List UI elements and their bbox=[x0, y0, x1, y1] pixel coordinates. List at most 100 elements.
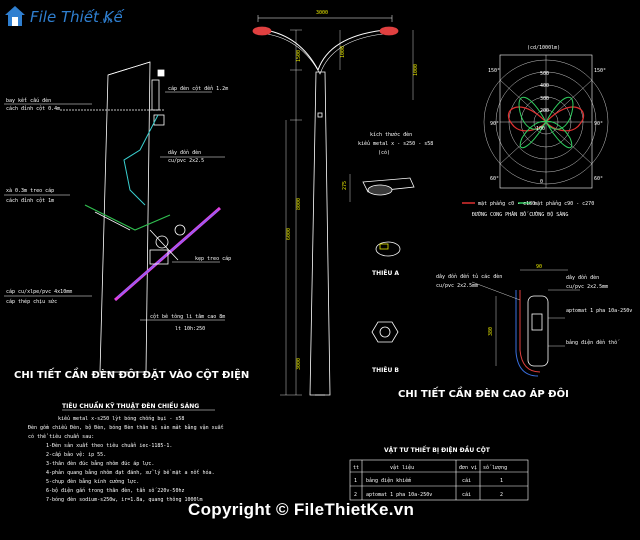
spec-line: 7-bóng đèn sodium-s250w, ir=1.8a, quang … bbox=[46, 496, 203, 503]
th-qty: số lượng bbox=[483, 464, 507, 471]
cable-arm bbox=[84, 204, 171, 231]
polar-caption: ĐƯỜNG CONG PHÂN BỐ CƯỜNG ĐỘ SÁNG bbox=[472, 210, 568, 218]
cabinet-label-breaker: aptomat 1 pha 10a-250v bbox=[566, 308, 632, 314]
dim-pole-total: 8000 bbox=[296, 198, 302, 210]
watermark-copyright: Copyright © FileThietKe.vn bbox=[188, 500, 415, 519]
cabinet-label-lamp-spec: cu/pvc 2x2.5mm bbox=[566, 284, 608, 290]
td-index: 1 bbox=[354, 478, 357, 484]
th-material: vật liệu bbox=[390, 464, 414, 471]
cabinet-label-feed: dây đồn đến tủ các đèn bbox=[436, 273, 502, 280]
polar-radial: 100 bbox=[536, 126, 545, 132]
dim-lamp: 275 bbox=[342, 181, 348, 190]
tall-pole-dims: 3000 1500 1000 1000 8000 6000 3000 bbox=[286, 10, 419, 370]
polar-angle: 90° bbox=[490, 121, 499, 127]
tall-pole-elevation bbox=[252, 15, 414, 396]
polar-angle: 60° bbox=[490, 176, 499, 182]
label-bracket-offset: cách đỉnh cột 0.4m bbox=[6, 105, 60, 112]
lamp-glass bbox=[367, 184, 393, 196]
dim-arm-height: 1500 bbox=[296, 50, 302, 62]
spec-line: 2-cấp bảo vệ: ip 55. bbox=[46, 451, 106, 458]
td-qty: 1 bbox=[500, 478, 503, 484]
detail-a-shape bbox=[375, 241, 401, 257]
cabinet-box bbox=[527, 295, 549, 367]
label-lamp-wire: dây đồn đèn bbox=[168, 149, 201, 156]
td-material: bảng điện khiếm bbox=[366, 477, 411, 484]
spec-line: Đèn gồm chiều Đèn, bộ Đèn, bóng Đèn thân… bbox=[28, 424, 224, 431]
td-index: 2 bbox=[354, 492, 357, 498]
lamp-housing bbox=[362, 177, 415, 193]
dim-cabinet-height: 380 bbox=[488, 327, 494, 336]
label-hanger: kẹp treo cáp bbox=[195, 255, 231, 262]
legend-c0: mặt phẳng c0 - c180 bbox=[478, 200, 535, 207]
polar-radial: 300 bbox=[540, 96, 549, 102]
dim-arm-rise: 1000 bbox=[340, 46, 346, 58]
spec-heading: TIÊU CHUẨN KỸ THUẬT ĐÈN CHIẾU SÁNG bbox=[62, 402, 199, 410]
cabinet-labels: dây đồn đến tủ các đèn cu/pvc 2x2.5mm dâ… bbox=[436, 264, 632, 346]
watermark-logo: File Thiết Kế .vn bbox=[0, 0, 126, 34]
spec-line: 3-thân đèn đúc bằng nhôm đúc áp lực. bbox=[46, 460, 154, 467]
label-lamp-wire-spec: cu/pvc 2x2.5 bbox=[168, 158, 204, 164]
lamp-left bbox=[252, 26, 272, 36]
spec-line: 4-phản quang bằng nhôm đạt đánh, xử lý b… bbox=[46, 469, 215, 476]
cabinet-label-feed-spec: cu/pvc 2x2.5mm bbox=[436, 283, 478, 289]
polar-angle: 60° bbox=[594, 176, 603, 182]
lamp-right bbox=[379, 26, 399, 36]
label-pole-load: lt 10h:250 bbox=[175, 326, 205, 332]
cabinet-detail bbox=[471, 269, 580, 377]
polar-radial: 400 bbox=[540, 83, 549, 89]
materials-table: VẬT TƯ THIẾT BỊ ĐIỆN ĐẦU CỘT tt vật liệu… bbox=[349, 445, 529, 501]
spec-line: có thể tiêu chuẩn sau: bbox=[28, 433, 94, 440]
spec-block: TIÊU CHUẨN KỸ THUẬT ĐÈN CHIẾU SÁNG kiểu … bbox=[28, 402, 224, 503]
label-main-cable: cáp cu/xlpe/pvc 4x10mm bbox=[6, 288, 72, 295]
table-title: VẬT TƯ THIẾT BỊ ĐIỆN ĐẦU CỘT bbox=[384, 445, 491, 454]
curve-c90-c270 bbox=[518, 96, 574, 149]
polar-title: (cd/1000lm) bbox=[527, 45, 560, 51]
lamp-label-title: kích thước đèn bbox=[370, 131, 412, 138]
polar-radial: 200 bbox=[540, 108, 549, 114]
pole-shaft bbox=[309, 71, 331, 396]
label-steel-cable: cáp thép chịu sức bbox=[6, 298, 57, 305]
label-cable-top: cáp đèn cột đển 1.2m bbox=[168, 85, 228, 92]
junction-box bbox=[151, 79, 160, 111]
dim-pole-shaft: 6000 bbox=[286, 228, 292, 240]
td-unit: cái bbox=[462, 477, 471, 484]
label-cable-arm-offset: cách đỉnh cột 1m bbox=[6, 197, 54, 204]
label-bracket: bay kết cấu đèn bbox=[6, 97, 51, 104]
clamp bbox=[153, 114, 165, 126]
left-detail-labels: bay kết cấu đèn cách đỉnh cột 0.4m cáp đ… bbox=[6, 85, 249, 381]
spec-line: 6-bộ điện gắn trong thân đèn, tần số 220… bbox=[46, 487, 184, 494]
polar-angle: 150° bbox=[488, 68, 500, 74]
power-cable bbox=[123, 114, 159, 206]
feed-wire bbox=[519, 290, 541, 373]
detail-b-shape bbox=[371, 321, 399, 343]
cabinet-label-lamp: dây đồn đèn bbox=[566, 274, 599, 281]
lamp-label-note: (có) bbox=[378, 149, 390, 156]
spec-line: 5-chụp đèn bằng kính cường lực. bbox=[46, 478, 139, 485]
left-pole-detail bbox=[4, 61, 225, 373]
td-material: aptomat 1 pha 10a-250v bbox=[366, 492, 432, 498]
left-detail-title: CHI TIẾT CẦN ĐÈN ĐÔI ĐẶT VÀO CỘT ĐIỆN bbox=[14, 366, 249, 381]
spec-line: kiểu metal x-s250 lỳt bóng chống bụi - s… bbox=[58, 415, 184, 422]
polar-angle: 150° bbox=[594, 68, 606, 74]
detail-a-label: THIÊU A bbox=[372, 269, 399, 277]
breaker bbox=[531, 313, 543, 331]
dim-arm-drop: 1000 bbox=[413, 64, 419, 76]
polar-angle: 90° bbox=[594, 121, 603, 127]
polar-diagram bbox=[462, 54, 609, 204]
cabinet-label-panel: bảng điện đền thố bbox=[566, 339, 620, 346]
lamp-label-model: kiểu metal x - s250 - s58 bbox=[358, 140, 433, 147]
spec-line: 1-Đèn sản xuất theo tiêu chuẩn iec-1185-… bbox=[46, 442, 172, 449]
dim-pole-base: 3000 bbox=[296, 358, 302, 370]
td-qty: 2 bbox=[500, 492, 503, 498]
house-logo-icon bbox=[5, 6, 25, 26]
th-index: tt bbox=[353, 465, 359, 471]
polar-radial: 500 bbox=[540, 71, 549, 77]
logo-name: File Thiết Kế bbox=[30, 8, 123, 26]
label-pole-spec: cột bê tông li tâm cao 8m bbox=[150, 313, 225, 320]
polar-labels: (cd/1000lm) 500 400 300 200 100 0 90° 90… bbox=[472, 45, 606, 218]
logo-domain: .vn bbox=[100, 16, 113, 25]
dim-arm-span: 3000 bbox=[316, 10, 328, 16]
th-unit: đơn vị bbox=[459, 465, 477, 471]
